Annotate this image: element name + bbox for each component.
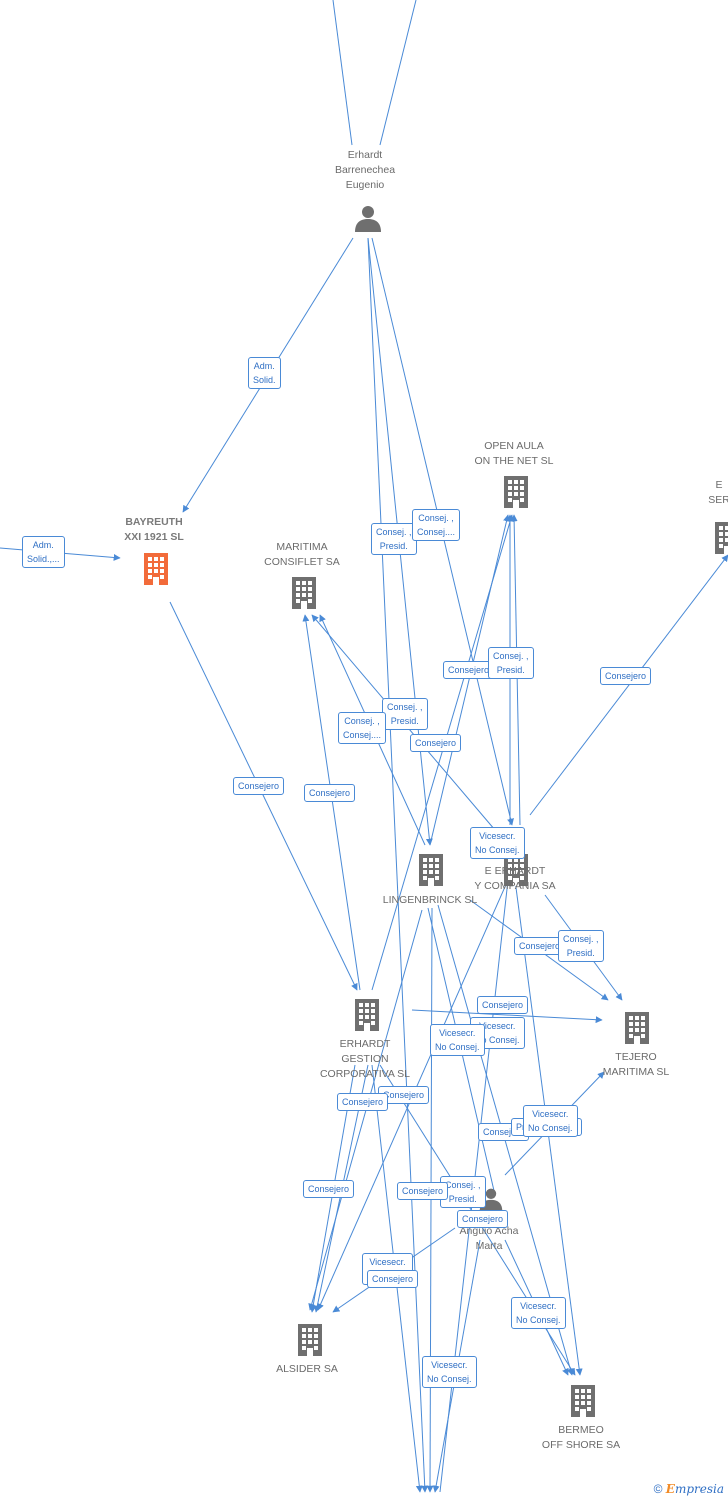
- edge-label[interactable]: Vicesecr. No Consej.: [422, 1356, 477, 1388]
- building-icon[interactable]: [568, 1383, 598, 1419]
- edge-label[interactable]: Consej. , Consej....: [338, 712, 387, 744]
- edge-line: [302, 614, 361, 991]
- person-icon[interactable]: [353, 203, 383, 233]
- edge-line: [332, 0, 353, 146]
- edge-label[interactable]: Consejero: [443, 661, 495, 679]
- node-label-anguio[interactable]: Anguio Acha Marta: [459, 1225, 519, 1252]
- node-label-bermeo[interactable]: BERMEO OFF SHORE SA: [541, 1424, 621, 1451]
- edge-label[interactable]: Consej. , Presid.: [371, 523, 417, 555]
- building-icon[interactable]: [501, 852, 531, 888]
- edge-label[interactable]: Consej. , Presid.: [558, 930, 604, 962]
- edge-label[interactable]: Consejero: [477, 996, 529, 1014]
- edge-label[interactable]: Vicesecr. No Consej.: [511, 1297, 566, 1329]
- edge-line: [429, 514, 510, 846]
- edge-label[interactable]: Vicesecr. No Consej.: [430, 1024, 485, 1056]
- node-label-bayreuth[interactable]: BAYREUTH XXI 1921 SL: [124, 516, 184, 543]
- footer-credit: © Empresia: [654, 1482, 724, 1496]
- edge-label[interactable]: Consej. , Presid.: [382, 698, 428, 730]
- edge-line: [411, 1009, 603, 1024]
- building-icon[interactable]: [289, 575, 319, 611]
- node-label-gestion[interactable]: ERHARDT GESTION CORPORATIVA SL: [319, 1038, 411, 1080]
- edge-label[interactable]: Consejero: [367, 1270, 419, 1288]
- edge-label[interactable]: Vicesecr. No Consej.: [523, 1105, 578, 1137]
- building-icon[interactable]: [352, 997, 382, 1033]
- node-label-maritima[interactable]: MARITIMA CONSIFLET SA: [264, 541, 340, 568]
- edge-line: [379, 0, 417, 146]
- edge-label[interactable]: Consej. , Presid.: [488, 647, 534, 679]
- building-icon[interactable]: [622, 1010, 652, 1046]
- edge-line: [371, 514, 514, 991]
- building-icon[interactable]: [501, 474, 531, 510]
- copyright-icon: ©: [653, 1482, 663, 1496]
- edge-line: [426, 907, 434, 1493]
- node-label-eser[interactable]: E SER: [708, 479, 728, 506]
- building-icon[interactable]: [712, 520, 728, 556]
- edge-label[interactable]: Consejero: [378, 1086, 430, 1104]
- edge-label[interactable]: Consejero: [337, 1093, 389, 1111]
- edge-line: [529, 554, 728, 816]
- building-icon[interactable]: [141, 551, 171, 587]
- node-label-openaula[interactable]: OPEN AULA ON THE NET SL: [474, 440, 554, 467]
- edge-label[interactable]: Adm. Solid.,...: [22, 536, 65, 568]
- node-label-erhardt[interactable]: Erhardt Barrenechea Eugenio: [334, 149, 396, 191]
- node-label-eerhardt[interactable]: E ERHARDT Y COMPAÑIA SA: [474, 865, 556, 892]
- edge-label[interactable]: Consej. , Presid.: [440, 1176, 486, 1208]
- edge-label[interactable]: Consejero: [457, 1210, 509, 1228]
- node-label-alsider[interactable]: ALSIDER SA: [276, 1363, 338, 1375]
- brand-logo[interactable]: Empresia: [665, 1482, 724, 1496]
- edge-label[interactable]: Consejero: [233, 777, 285, 795]
- edge-label[interactable]: Consejero: [410, 734, 462, 752]
- edge-label[interactable]: Consejero: [303, 1180, 355, 1198]
- edge-label[interactable]: Consejero: [304, 784, 356, 802]
- building-icon[interactable]: [416, 852, 446, 888]
- edge-label[interactable]: Consej. , Consej....: [412, 509, 461, 541]
- node-label-lingen[interactable]: LINGENBRINCK SL: [382, 894, 478, 906]
- edge-label[interactable]: Consejero: [600, 667, 652, 685]
- building-icon[interactable]: [295, 1322, 325, 1358]
- edge-line: [169, 601, 358, 991]
- edge-label[interactable]: Vicesecr. No Consej.: [470, 827, 525, 859]
- node-label-tejero[interactable]: TEJERO MARITIMA SL: [602, 1051, 670, 1078]
- edge-label[interactable]: Consejero: [397, 1182, 449, 1200]
- edge-label[interactable]: Adm. Solid.: [248, 357, 281, 389]
